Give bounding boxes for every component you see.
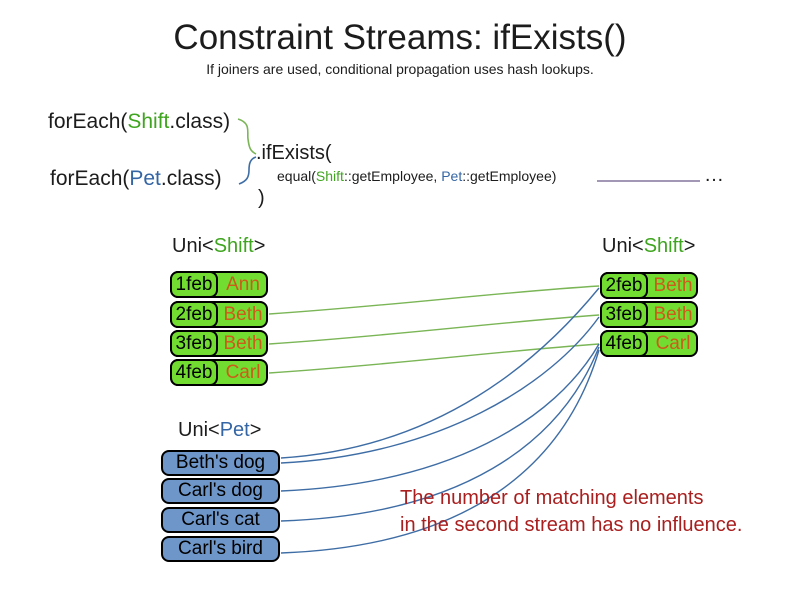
code-text: .class) [160, 167, 222, 190]
right-shift-table-label: Uni<Shift> [602, 235, 695, 258]
shift-row-name: Ann [226, 274, 260, 295]
connector-green-4feb [268, 343, 600, 374]
note-line-1: The number of matching elements [400, 487, 704, 509]
shift-type-token: Shift [213, 235, 254, 257]
code-text: forEach( [50, 167, 130, 190]
shift-row-name: Carl [225, 362, 261, 383]
pet-row-name: Beth's dog [175, 452, 266, 473]
code-foreach-pet: forEach(Pet.class) [50, 167, 222, 191]
pet-row-beths-dog: Beth's dog [161, 450, 280, 476]
pet-row-name: Carl's cat [181, 509, 260, 530]
connector-blue-bethsdog-3feb [280, 316, 600, 464]
shift-row-date: 4feb [170, 359, 218, 386]
pet-row-carls-dog: Carl's dog [161, 478, 280, 504]
code-text: .class) [169, 110, 231, 133]
code-close-paren: ) [258, 187, 265, 209]
connector-blue-bethsdog-2feb [280, 287, 600, 459]
pet-table-label: Uni<Pet> [178, 419, 261, 442]
shift-row-date: 1feb [170, 271, 218, 298]
label-text: Uni< [178, 419, 220, 441]
code-ifexists: .ifExists( [256, 142, 332, 164]
label-text: > [249, 419, 262, 441]
code-text: forEach( [48, 110, 128, 133]
label-text: Uni< [602, 235, 644, 257]
right-shift-row-4feb: 4feb Carl [600, 330, 698, 357]
note-text: The number of matching elements in the s… [400, 485, 742, 539]
shift-row-name: Beth [653, 275, 693, 296]
pet-class-token: Pet [129, 167, 161, 190]
note-line-2: in the second stream has no influence. [400, 514, 743, 536]
left-shift-row-3feb: 3feb Beth [170, 330, 268, 357]
shift-row-name: Beth [223, 304, 263, 325]
pet-row-carls-cat: Carl's cat [161, 507, 280, 533]
brace-bottom-path [238, 156, 257, 185]
code-equal: equal(Shift::getEmployee, Pet::getEmploy… [277, 168, 556, 184]
shift-row-date: 2feb [170, 301, 218, 328]
left-shift-row-2feb: 2feb Beth [170, 301, 268, 328]
left-shift-row-1feb: 1feb Ann [170, 271, 268, 298]
pet-row-name: Carl's bird [178, 538, 263, 559]
pet-class-token: Pet [441, 168, 463, 184]
shift-row-date: 4feb [600, 330, 648, 357]
shift-row-date: 3feb [170, 330, 218, 357]
shift-row-name: Carl [655, 333, 691, 354]
label-text: > [253, 235, 266, 257]
right-shift-row-2feb: 2feb Beth [600, 272, 698, 299]
left-shift-table-label: Uni<Shift> [172, 235, 265, 258]
code-foreach-shift: forEach(Shift.class) [48, 110, 230, 134]
label-text: Uni< [172, 235, 214, 257]
page-subtitle: If joiners are used, conditional propaga… [206, 61, 594, 77]
code-text: ::getEmployee, [343, 168, 442, 184]
code-ellipsis: … [704, 164, 724, 186]
connector-green-3feb [268, 314, 600, 345]
connector-green-2feb [268, 285, 600, 315]
shift-row-date: 3feb [600, 301, 648, 328]
shift-class-token: Shift [315, 168, 344, 184]
shift-row-name: Beth [223, 333, 263, 354]
shift-class-token: Shift [127, 110, 170, 133]
code-text: equal( [277, 168, 316, 184]
left-shift-row-4feb: 4feb Carl [170, 359, 268, 386]
pet-row-name: Carl's dog [178, 480, 263, 501]
shift-row-name: Beth [653, 304, 693, 325]
code-text: ::getEmployee) [462, 168, 557, 184]
brace-top-path [237, 118, 257, 155]
pet-type-token: Pet [219, 419, 250, 441]
label-text: > [683, 235, 696, 257]
page-title: Constraint Streams: ifExists() [173, 18, 627, 57]
pet-row-carls-bird: Carl's bird [161, 536, 280, 562]
connector-blue-carlsdog-4feb [280, 343, 600, 492]
right-shift-row-3feb: 3feb Beth [600, 301, 698, 328]
shift-row-date: 2feb [600, 272, 648, 299]
shift-type-token: Shift [643, 235, 684, 257]
